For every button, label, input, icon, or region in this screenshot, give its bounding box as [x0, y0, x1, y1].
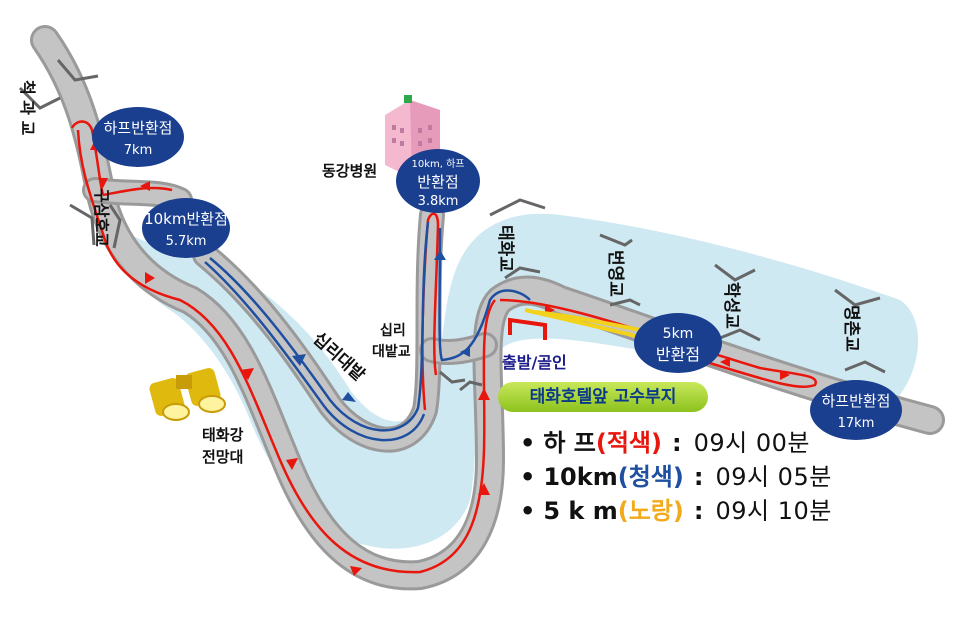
- turn-point-title: 하프반환점: [103, 119, 172, 137]
- turn-point-title: 하프반환점: [821, 392, 890, 410]
- river: [120, 213, 919, 549]
- legend-paren-open: (: [617, 497, 629, 525]
- legend-colon: :: [693, 463, 704, 491]
- route-5k: [524, 308, 646, 340]
- binoculars-icon: [149, 368, 226, 421]
- legend-paren-close: ): [651, 429, 662, 457]
- legend-paren-close: ): [672, 463, 684, 491]
- bridge-label-hakseong: 학성교: [721, 282, 741, 329]
- route-10k-arrows: [292, 250, 470, 402]
- bridge-label-gusamho: 구삼호교: [92, 188, 111, 247]
- legend-course-name: 10km: [543, 463, 618, 491]
- turn-point-5k: 5km 반환점: [634, 313, 722, 373]
- bridge-label-jeokgak: 척 과 교: [18, 80, 37, 136]
- turn-point-caption: 10km, 하프: [411, 157, 464, 170]
- legend-color-name: 청색: [628, 463, 673, 491]
- sipri-bridge-label-2: 대밭교: [372, 343, 411, 360]
- bridge-marks: [18, 59, 886, 392]
- route-10k: [204, 221, 531, 442]
- bullet-icon: •: [520, 463, 536, 491]
- turn-point-title: 반환점: [417, 173, 458, 191]
- start-finish-label: 출발/골인: [502, 353, 567, 372]
- bullet-icon: •: [520, 497, 536, 525]
- legend-row-half: • 하 프 ( 적색 ) : 09시 00분: [520, 426, 832, 460]
- bridge-label-beonyeong: 번영교: [605, 250, 625, 297]
- turn-point-distance: 7km: [124, 143, 152, 158]
- start-finish-gate: [508, 317, 547, 340]
- sipri-bridge-label-1: 십리: [380, 323, 406, 339]
- turn-point-line1: 5km: [663, 326, 694, 342]
- legend-row-5k: • 5 k m ( 노랑 ) : 09시 10분: [520, 494, 832, 528]
- start-time-legend: • 하 프 ( 적색 ) : 09시 00분 • 10km ( 청색 ) : 0…: [520, 426, 832, 528]
- legend-course-name: 하 프: [543, 429, 596, 457]
- turn-point-half-17k: 하프반환점 17km: [810, 380, 902, 440]
- turn-point-line2: 반환점: [656, 345, 700, 364]
- bridge-label-taehwa: 태화교: [495, 225, 515, 272]
- legend-start-time: 09시 10분: [715, 497, 832, 525]
- observatory-label-1: 태화강: [202, 426, 244, 444]
- legend-colon: :: [671, 429, 682, 457]
- turn-point-distance: 3.8km: [418, 194, 459, 209]
- legend-paren-open: (: [617, 463, 629, 491]
- turn-point-10k-5-7k: 10km반환점 5.7km: [142, 198, 230, 258]
- bullet-icon: •: [520, 429, 536, 457]
- legend-course-name: 5 k m: [543, 497, 618, 525]
- hospital-label: 동강병원: [322, 162, 377, 180]
- turn-point-distance: 5.7km: [166, 234, 207, 249]
- legend-row-10k: • 10km ( 청색 ) : 09시 05분: [520, 460, 832, 494]
- turn-point-distance: 17km: [838, 416, 875, 431]
- legend-start-time: 09시 00분: [693, 429, 810, 457]
- legend-paren-close: ): [672, 497, 684, 525]
- legend-color-name: 적색: [606, 429, 651, 457]
- bridge-label-myeongchon: 명촌교: [841, 305, 861, 352]
- turn-point-10k-half-3-8k: 10km, 하프 반환점 3.8km: [396, 149, 480, 213]
- observatory-label-2: 전망대: [202, 448, 243, 466]
- legend-start-time: 09시 05분: [715, 463, 832, 491]
- venue-label: 태화호텔앞 고수부지: [498, 382, 708, 412]
- legend-paren-open: (: [595, 429, 607, 457]
- legend-colon: :: [693, 497, 704, 525]
- turn-point-title: 10km반환점: [144, 210, 228, 228]
- turn-point-half-7k: 하프반환점 7km: [92, 107, 184, 167]
- legend-color-name: 노랑: [628, 497, 673, 525]
